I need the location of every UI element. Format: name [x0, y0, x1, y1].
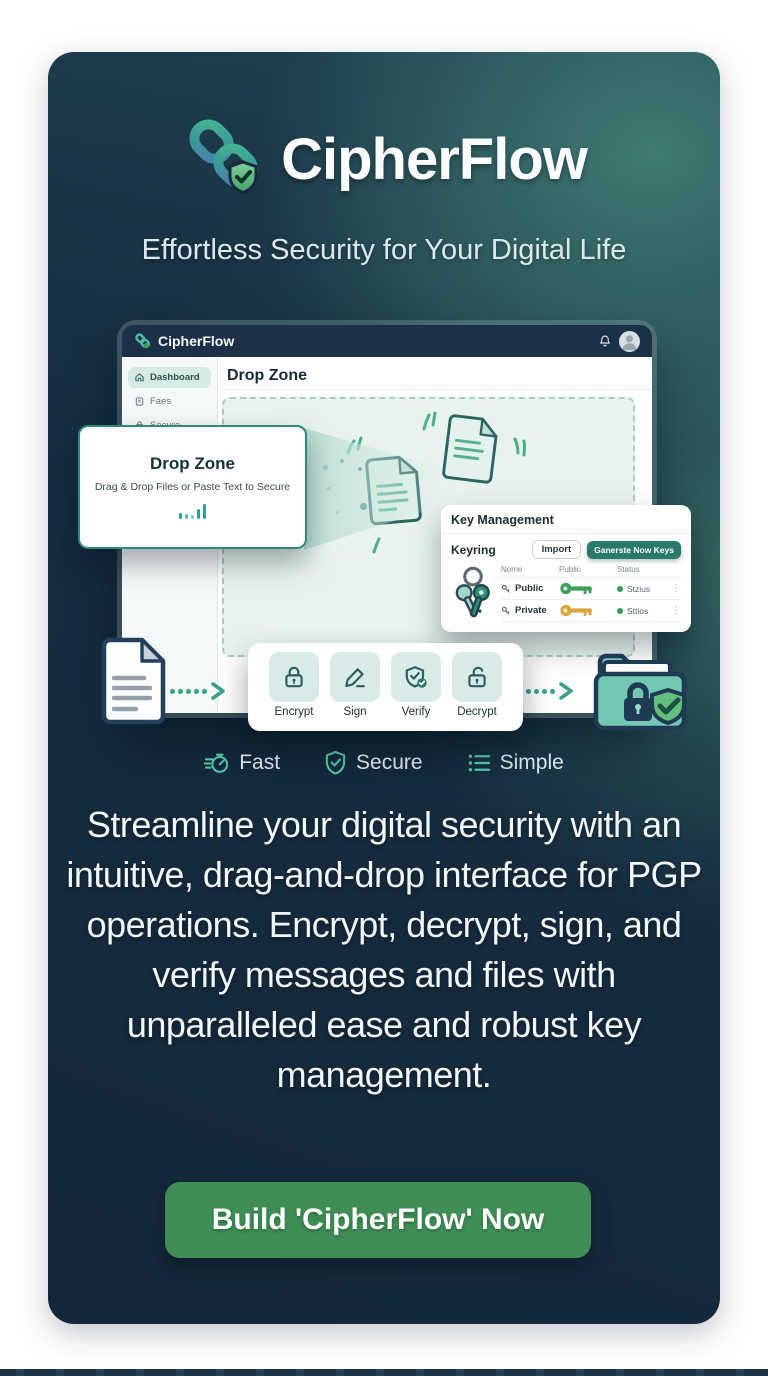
drop-card-title: Drop Zone — [150, 454, 235, 473]
action-decrypt-button[interactable]: Decrypt — [452, 652, 502, 718]
row-menu-icon[interactable] — [669, 583, 681, 594]
list-icon — [468, 754, 490, 771]
feature-fast: Fast — [204, 751, 280, 775]
app-brand-label: CipherFlow — [158, 333, 235, 349]
key-panel-title: Key Management — [451, 513, 554, 527]
status-dot — [617, 585, 623, 592]
funnel-beam — [304, 428, 434, 550]
key-name: Public — [515, 583, 544, 594]
key-outline-icon — [501, 584, 510, 593]
keyring-illustration — [455, 566, 490, 618]
key-management-panel: Key Management Keyring Import Ganerste N… — [441, 505, 691, 632]
key-outline-icon — [501, 606, 510, 615]
feature-label: Secure — [356, 750, 423, 774]
sidebar-item-dashboard[interactable]: Dashboard — [128, 367, 211, 388]
sidebar-item-label: Faes — [150, 396, 172, 407]
action-encrypt-button[interactable]: Encrypt — [269, 652, 319, 718]
flow-arrow-left — [170, 682, 226, 700]
flow-arrow-right — [518, 682, 574, 700]
sidebar-item-files[interactable]: Faes — [128, 391, 211, 412]
promo-card: CipherFlow Effortless Security for Your … — [48, 52, 720, 1324]
generate-keys-button[interactable]: Ganerste Now Keys — [587, 540, 681, 559]
spark-strokes — [372, 537, 381, 554]
status-dot — [617, 607, 623, 614]
bell-icon[interactable] — [598, 334, 612, 348]
verify-icon — [391, 652, 441, 702]
main-title: Drop Zone — [227, 367, 307, 384]
drop-zone-card[interactable]: Drop Zone Drag & Drop Files or Paste Tex… — [78, 425, 307, 549]
sidebar-item-label: Dashboard — [150, 372, 200, 383]
divider — [441, 533, 691, 534]
action-label: Encrypt — [274, 706, 314, 718]
status-label: Sttios — [627, 605, 649, 616]
divider — [218, 389, 652, 390]
sign-icon — [330, 652, 380, 702]
arrowhead-icon — [559, 682, 573, 700]
col-status: Status — [617, 565, 640, 574]
chain-shield-logo-icon — [189, 119, 258, 195]
action-sign-button[interactable]: Sign — [330, 652, 380, 718]
brand-header: CipherFlow — [48, 116, 720, 202]
import-button[interactable]: Import — [531, 540, 582, 559]
feature-simple: Simple — [467, 751, 564, 775]
row-menu-icon[interactable] — [669, 605, 681, 616]
public-key-icon — [560, 582, 592, 595]
bottom-edge-strip — [0, 1369, 768, 1376]
shield-check-icon — [325, 750, 346, 775]
decrypt-icon — [452, 652, 502, 702]
tagline: Effortless Security for Your Digital Lif… — [141, 234, 627, 266]
description-text: Streamline your digital security with an… — [66, 804, 702, 1095]
feature-badges: Fast Secure Simple — [48, 750, 720, 775]
keyring-table: Nome Public Status Public — [501, 564, 681, 624]
table-header-row: Nome Public Status — [501, 564, 681, 578]
action-label: Verify — [401, 706, 431, 718]
arrowhead-icon — [211, 682, 225, 700]
feature-label: Simple — [499, 750, 564, 774]
feature-secure: Secure — [324, 750, 423, 775]
action-label: Decrypt — [457, 706, 497, 718]
table-row: Public Stzius — [501, 578, 681, 600]
home-icon — [135, 373, 144, 382]
col-name: Nome — [501, 565, 523, 574]
col-public: Public — [559, 565, 581, 574]
key-name: Private — [515, 605, 547, 616]
table-row: Private Sttios — [501, 600, 681, 622]
feature-label: Fast — [239, 750, 281, 774]
action-toolbar: Encrypt Sign Verify Decrypt — [248, 643, 523, 731]
waveform-icon — [80, 504, 305, 519]
brand-title: CipherFlow — [281, 126, 588, 192]
status-label: Stzius — [627, 583, 651, 594]
build-cta-button[interactable]: Build 'CipherFlow' Now — [165, 1182, 591, 1258]
keyring-label: Keyring — [451, 542, 496, 557]
source-document-icon — [101, 637, 166, 725]
action-verify-button[interactable]: Verify — [391, 652, 441, 718]
file-icon — [135, 397, 144, 406]
drop-card-subtitle: Drag & Drop Files or Paste Text to Secur… — [94, 481, 291, 493]
app-chain-logo-icon — [135, 332, 151, 348]
document-icon — [442, 414, 498, 484]
app-titlebar: CipherFlow — [122, 325, 652, 357]
encrypt-icon — [269, 652, 319, 702]
private-key-icon — [560, 604, 592, 617]
action-label: Sign — [343, 706, 367, 718]
avatar[interactable] — [619, 330, 640, 352]
spark-strokes — [513, 437, 526, 457]
secure-folder-icon — [593, 653, 687, 731]
spark-strokes — [422, 411, 437, 431]
stopwatch-icon — [204, 753, 229, 773]
